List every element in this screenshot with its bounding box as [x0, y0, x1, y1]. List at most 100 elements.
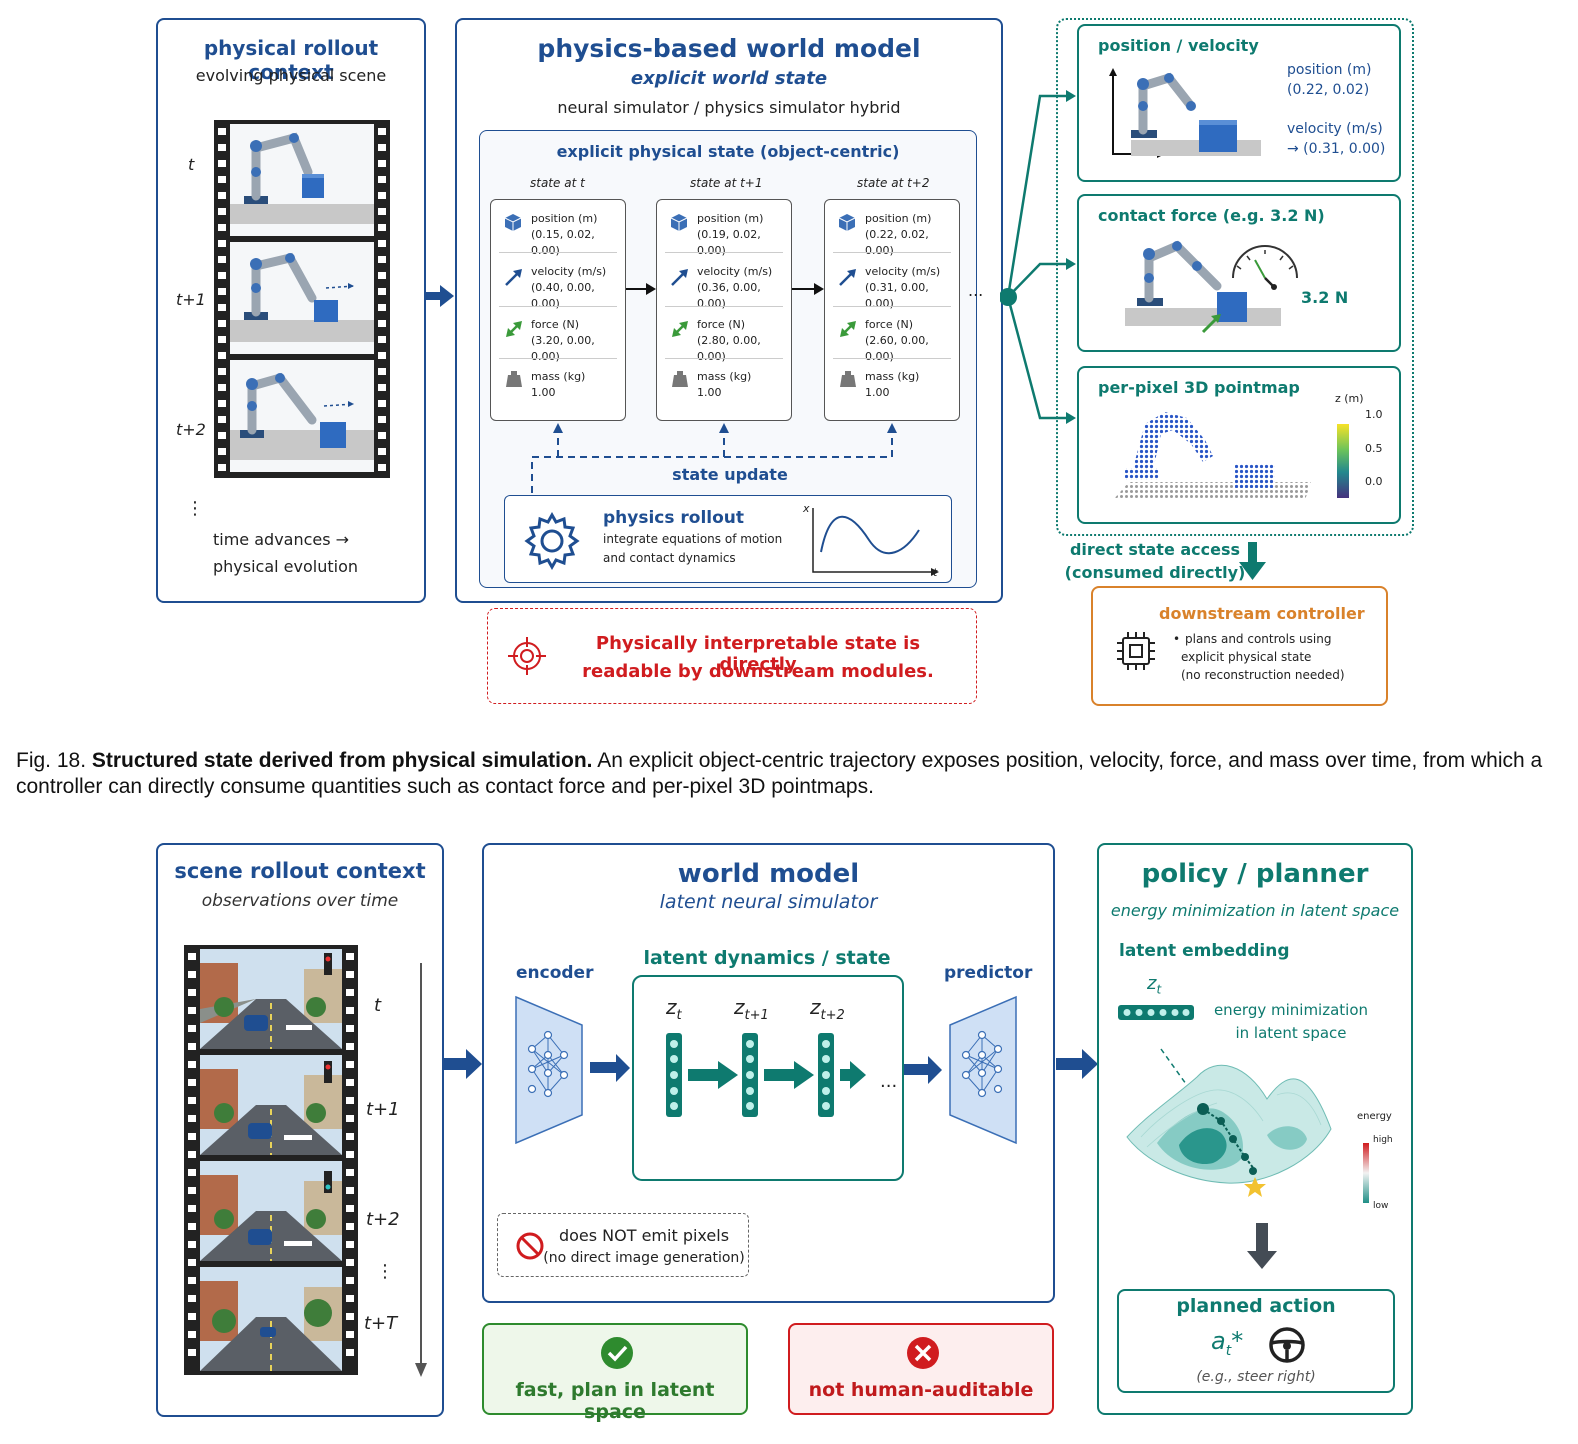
- physics-world-model-panel: physics-based world model explicit world…: [455, 18, 1003, 603]
- position-label: position (m): [865, 212, 932, 225]
- time-label-t2: t+2: [176, 420, 206, 439]
- encoder-label: encoder: [516, 963, 594, 983]
- latent-embedding-bar: [1118, 1005, 1194, 1020]
- output-title: position / velocity: [1098, 36, 1259, 55]
- latent-ellipsis: ...: [880, 1071, 898, 1092]
- state-ellipsis: ...: [968, 281, 984, 300]
- controller-bullet2: explicit physical state: [1181, 650, 1312, 664]
- velocity-label: velocity (m/s): [697, 265, 773, 278]
- direct-access-line2: (consumed directly): [1064, 563, 1246, 582]
- latent-title: latent dynamics / state: [643, 947, 891, 969]
- colorbar-tick-high: 1.0: [1365, 408, 1383, 421]
- output-connector: [1000, 90, 1076, 424]
- position-label: position (m): [1287, 62, 1372, 78]
- energy-text1: energy minimization: [1213, 1001, 1369, 1019]
- velocity-label: velocity (m/s): [865, 265, 941, 278]
- explicit-state-box: explicit physical state (object-centric)…: [479, 130, 983, 588]
- force-arrow-icon: [672, 321, 688, 337]
- force-value: (2.80, 0.00, 0.00): [697, 334, 761, 363]
- latent-world-model-panel: world model latent neural simulator enco…: [482, 843, 1055, 1303]
- film-strip-sprockets: [188, 953, 354, 1356]
- z-embedding-label: zt: [1147, 973, 1162, 997]
- outputs-container: [1056, 18, 1414, 536]
- position-value: (0.22, 0.02, 0.00): [865, 228, 929, 257]
- time-label-dots: ⋮: [376, 1261, 394, 1282]
- state-label-t1: state at t+1: [690, 176, 763, 190]
- prohibited-icon: [516, 1232, 544, 1260]
- note-line2: readable by downstream modules.: [582, 661, 934, 682]
- pros-text: fast, plan in latent space: [515, 1379, 715, 1423]
- panel-title: physics-based world model: [537, 34, 921, 63]
- robot-force-illustration: [1125, 240, 1298, 334]
- energy-colorbar: [1363, 1143, 1369, 1203]
- panel-subtitle: latent neural simulator: [659, 891, 878, 913]
- action-title: planned action: [1176, 1295, 1336, 1317]
- position-value: (0.19, 0.02, 0.00): [697, 228, 761, 257]
- cube-icon: [670, 214, 688, 231]
- force-arrow-icon: [840, 321, 856, 337]
- velocity-arrow-icon: [505, 269, 522, 286]
- mass-value: 1.00: [531, 386, 556, 399]
- chip-icon: [1117, 632, 1155, 670]
- force-value: (2.60, 0.00, 0.00): [865, 334, 929, 363]
- time-label-t2: t+2: [366, 1209, 400, 1230]
- caption-rest: An explicit object-centric trajectory ex…: [16, 749, 1543, 798]
- panel-title: physical rollout context: [203, 36, 379, 84]
- no-pixels-line2: (no direct image generation): [543, 1250, 745, 1266]
- caption-prefix: Fig. 18.: [16, 749, 92, 772]
- state-update-label: state update: [672, 465, 788, 484]
- arrow-to-action: [1247, 1223, 1277, 1269]
- rollout-line1: integrate equations of motion: [603, 532, 783, 546]
- z-label-t: zt: [666, 995, 682, 1023]
- action-note: (e.g., steer right): [1196, 1369, 1316, 1385]
- steering-wheel-icon: [1269, 1327, 1305, 1363]
- caption-bold: Structured state derived from physical s…: [91, 749, 593, 772]
- robot-frame-t: [230, 124, 374, 236]
- time-arrow: [415, 963, 427, 1377]
- direct-access-line1: direct state access: [1069, 540, 1241, 559]
- cube-icon: [504, 214, 522, 231]
- energy-text2: in latent space: [1235, 1024, 1347, 1042]
- force-label: force (N): [865, 318, 914, 331]
- mass-label: mass (kg): [531, 370, 586, 383]
- street-frame-t1: [200, 1055, 342, 1155]
- mass-value: 1.00: [865, 386, 890, 399]
- robot-position-illustration: [1109, 68, 1261, 158]
- footer-line2: physical evolution: [213, 557, 359, 576]
- latent-chain: [666, 1033, 866, 1117]
- interpretability-note: Physically interpretable state is direct…: [487, 608, 977, 704]
- position-value: (0.15, 0.02, 0.00): [531, 228, 595, 257]
- panel-title: scene rollout context: [174, 859, 426, 883]
- panel-title: policy / planner: [1141, 859, 1369, 889]
- panel-title: world model: [677, 859, 860, 889]
- mass-label: mass (kg): [697, 370, 752, 383]
- energy-label: energy: [1357, 1111, 1392, 1122]
- pros-box: fast, plan in latent space: [482, 1323, 748, 1423]
- position-value: (0.22, 0.02): [1287, 82, 1370, 98]
- film-strip-sprockets: [218, 128, 386, 471]
- target-icon: [508, 637, 546, 675]
- time-dots: ⋮: [186, 498, 204, 519]
- output-title: per-pixel 3D pointmap: [1098, 378, 1300, 397]
- action-symbol: at*: [1211, 1327, 1244, 1359]
- force-label: force (N): [531, 318, 580, 331]
- z-axis-label: z (m): [1335, 392, 1364, 405]
- street-frame-t2: [200, 1161, 342, 1261]
- footer-line1: time advances →: [213, 530, 350, 549]
- robot-frame-t1: [230, 242, 374, 354]
- force-value: 3.2 N: [1301, 288, 1349, 307]
- arrow-model-to-policy: [1056, 1049, 1098, 1079]
- gear-icon: [524, 512, 580, 570]
- explicit-state-title: explicit physical state (object-centric): [556, 142, 900, 161]
- cross-icon: [907, 1337, 939, 1369]
- checkmark-icon: [601, 1337, 633, 1369]
- film-strip: [214, 120, 390, 478]
- time-label-t: t: [374, 995, 382, 1016]
- position-label: position (m): [697, 212, 764, 225]
- street-film-strip: [184, 945, 358, 1375]
- state-label-t: state at t: [530, 176, 585, 190]
- pointmap-illustration: [1113, 412, 1311, 500]
- state-card-t: position (m) (0.15, 0.02, 0.00) velocity…: [490, 199, 626, 421]
- energy-low: low: [1373, 1201, 1389, 1211]
- colorbar-tick-low: 0.0: [1365, 475, 1383, 488]
